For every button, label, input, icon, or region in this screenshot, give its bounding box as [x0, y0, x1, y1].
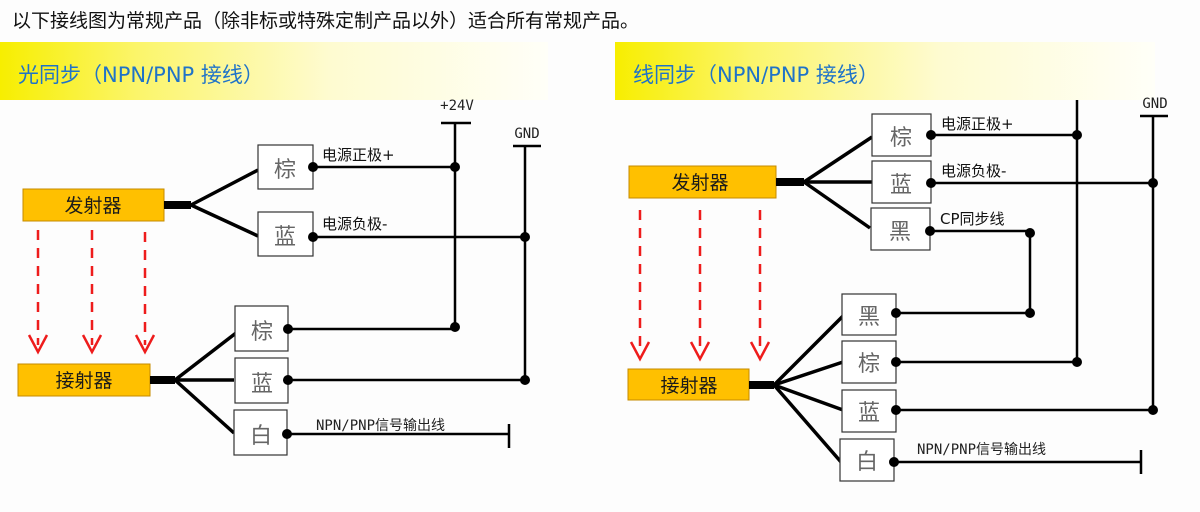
right-receiver-box: [627, 368, 750, 401]
wire-color-label: 蓝: [858, 401, 880, 426]
left-receiver-label: 接射器: [55, 370, 112, 392]
wire-color-label: 棕: [858, 352, 880, 377]
wire-function-label: 电源正极+: [322, 146, 395, 164]
right-diagram: 发射器 棕 电源正极+ 蓝 电源负极- 黑 CP同步线 GND: [627, 96, 1168, 482]
right-receiver-wire-black: 黑: [841, 293, 897, 336]
wire-color-label: 蓝: [274, 225, 296, 250]
right-beam-arrows: [629, 210, 771, 362]
wire-color-label: 蓝: [251, 372, 273, 397]
right-receiver: 接射器: [627, 368, 774, 401]
right-emitter-wire-blue: 蓝 电源负极-: [871, 160, 1006, 204]
left-beam-arrows: [27, 230, 156, 355]
right-receiver-wire-blue: 蓝: [841, 389, 897, 433]
wire-color-label: 白: [856, 450, 878, 475]
wire-color-label: 蓝: [890, 173, 912, 198]
right-section-header: 线同步（NPN/PNP 接线）: [615, 42, 1155, 100]
wire-function-label: NPN/PNP信号输出线: [316, 418, 445, 434]
wire-function-label: 电源负极-: [322, 215, 387, 233]
left-receiver-wire-blue: 蓝: [234, 357, 289, 404]
wire-function-label: 电源负极-: [941, 162, 1006, 180]
left-diagram: 发射器 棕 电源正极+ 蓝 电源负极- +24V GND: [17, 98, 541, 456]
left-emitter-label: 发射器: [64, 195, 121, 217]
right-emitter-label: 发射器: [671, 172, 728, 194]
left-receiver-wire-white: 白 NPN/PNP信号输出线: [233, 409, 445, 456]
ground-rail-label: GND: [1142, 96, 1167, 112]
ground-rail-label: GND: [514, 126, 539, 142]
left-emitter-wire-brown: 棕 电源正极+: [257, 144, 395, 190]
left-emitter-cable: [164, 201, 191, 209]
right-receiver-wire-brown: 棕: [841, 340, 897, 384]
left-emitter-wire-blue: 蓝 电源负极-: [257, 211, 387, 257]
right-receiver-label: 接射器: [660, 375, 717, 397]
left-receiver-box: [17, 363, 151, 397]
wire-function-label: CP同步线: [940, 210, 1005, 228]
wire-color-label: 棕: [274, 158, 296, 183]
wire-color-label: 黑: [889, 220, 911, 245]
wire-color-label: 白: [250, 424, 272, 449]
left-emitter: 发射器: [22, 188, 191, 222]
intro-text: 以下接线图为常规产品（除非标或特殊定制产品以外）适合所有常规产品。: [12, 10, 640, 32]
right-emitter-wire-black: 黑 CP同步线: [870, 207, 1005, 251]
left-section-title: 光同步（NPN/PNP 接线）: [18, 63, 264, 87]
wire-color-label: 棕: [251, 320, 273, 345]
right-emitter: 发射器: [628, 165, 804, 199]
left-receiver-cable: [150, 376, 175, 384]
right-receiver-wire-white: 白 NPN/PNP信号输出线: [839, 438, 1046, 482]
wire-function-label: NPN/PNP信号输出线: [917, 442, 1046, 458]
left-section-header: 光同步（NPN/PNP 接线）: [0, 42, 548, 100]
left-emitter-box: [22, 188, 165, 222]
right-section-title: 线同步（NPN/PNP 接线）: [633, 63, 879, 87]
positive-rail-label: +24V: [440, 98, 474, 114]
left-receiver: 接射器: [17, 363, 175, 397]
wire-function-label: 电源正极+: [941, 115, 1014, 133]
right-receiver-cable: [749, 381, 774, 389]
wire-color-label: 黑: [858, 305, 880, 330]
right-emitter-cable: [776, 178, 804, 186]
wire-color-label: 棕: [890, 126, 912, 151]
left-receiver-wire-brown: 棕: [234, 305, 289, 352]
